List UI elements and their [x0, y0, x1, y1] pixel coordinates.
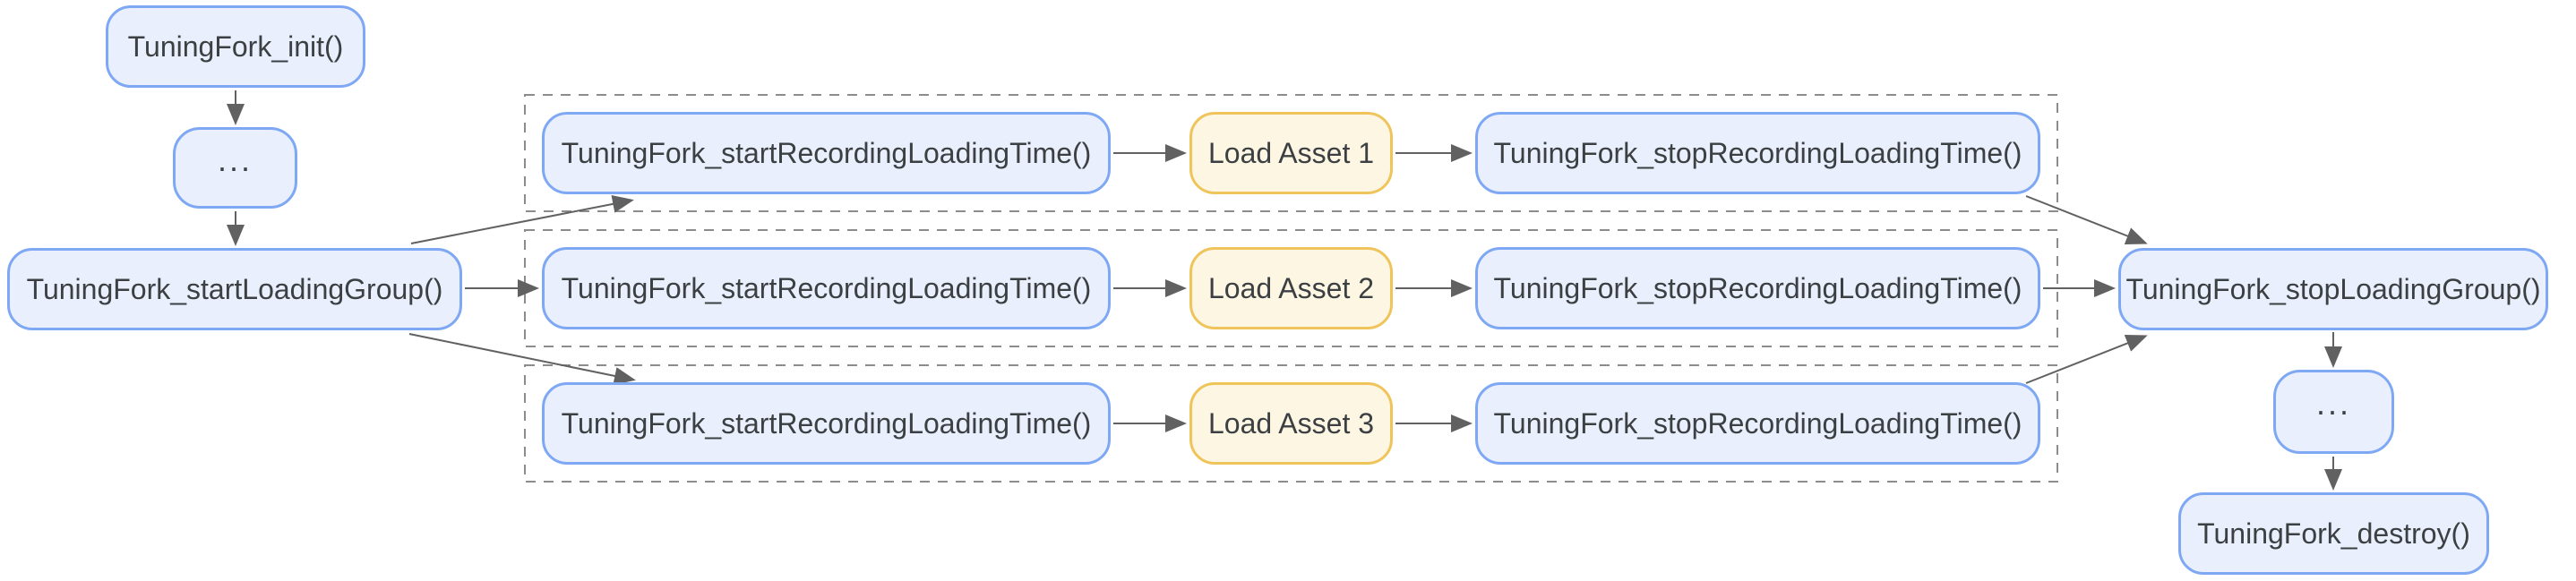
node-ellipsis-bottom: ... [2273, 370, 2394, 454]
node-row-2-start-recording-label: TuningFork_startRecordingLoadingTime() [561, 272, 1092, 304]
node-row-3-load-asset-label: Load Asset 3 [1207, 407, 1375, 440]
node-init: TuningFork_init() [106, 5, 365, 88]
node-stop-loading-group-label: TuningFork_stopLoadingGroup() [2125, 273, 2541, 305]
node-row-2-load-asset-label: Load Asset 2 [1207, 272, 1375, 304]
node-start-loading-group: TuningFork_startLoadingGroup() [7, 248, 462, 330]
node-row-1-start-recording-label: TuningFork_startRecordingLoadingTime() [561, 137, 1092, 169]
node-row-3-start-recording: TuningFork_startRecordingLoadingTime() [542, 382, 1111, 465]
node-row-1-load-asset-label: Load Asset 1 [1207, 137, 1375, 169]
node-destroy-label: TuningFork_destroy() [2197, 517, 2470, 550]
arrow-start-group-to-row-1 [410, 195, 634, 244]
node-init-label: TuningFork_init() [127, 30, 344, 63]
node-row-2-stop-recording-label: TuningFork_stopRecordingLoadingTime() [1493, 272, 2022, 304]
node-row-3-stop-recording-label: TuningFork_stopRecordingLoadingTime() [1493, 407, 2022, 440]
node-row-3-stop-recording: TuningFork_stopRecordingLoadingTime() [1475, 382, 2040, 465]
node-start-loading-group-label: TuningFork_startLoadingGroup() [26, 273, 443, 305]
node-row-2-start-recording: TuningFork_startRecordingLoadingTime() [542, 247, 1111, 329]
node-ellipsis-top: ... [173, 127, 297, 209]
node-row-3-start-recording-label: TuningFork_startRecordingLoadingTime() [561, 407, 1092, 440]
node-row-2-stop-recording: TuningFork_stopRecordingLoadingTime() [1475, 247, 2040, 329]
node-row-1-load-asset: Load Asset 1 [1189, 112, 1393, 194]
node-row-1-stop-recording-label: TuningFork_stopRecordingLoadingTime() [1493, 137, 2022, 169]
node-row-1-start-recording: TuningFork_startRecordingLoadingTime() [542, 112, 1111, 194]
node-row-2-load-asset: Load Asset 2 [1189, 247, 1393, 329]
arrow-start-group-to-row-3 [408, 333, 636, 385]
node-row-3-load-asset: Load Asset 3 [1189, 382, 1393, 465]
node-destroy: TuningFork_destroy() [2178, 492, 2489, 575]
arrow-row-1-to-stop-group [2025, 195, 2148, 244]
node-ellipsis-bottom-label: ... [2315, 385, 2351, 422]
node-ellipsis-top-label: ... [217, 141, 253, 178]
arrow-row-3-to-stop-group [2025, 335, 2148, 384]
node-row-1-stop-recording: TuningFork_stopRecordingLoadingTime() [1475, 112, 2040, 194]
node-stop-loading-group: TuningFork_stopLoadingGroup() [2118, 248, 2548, 330]
